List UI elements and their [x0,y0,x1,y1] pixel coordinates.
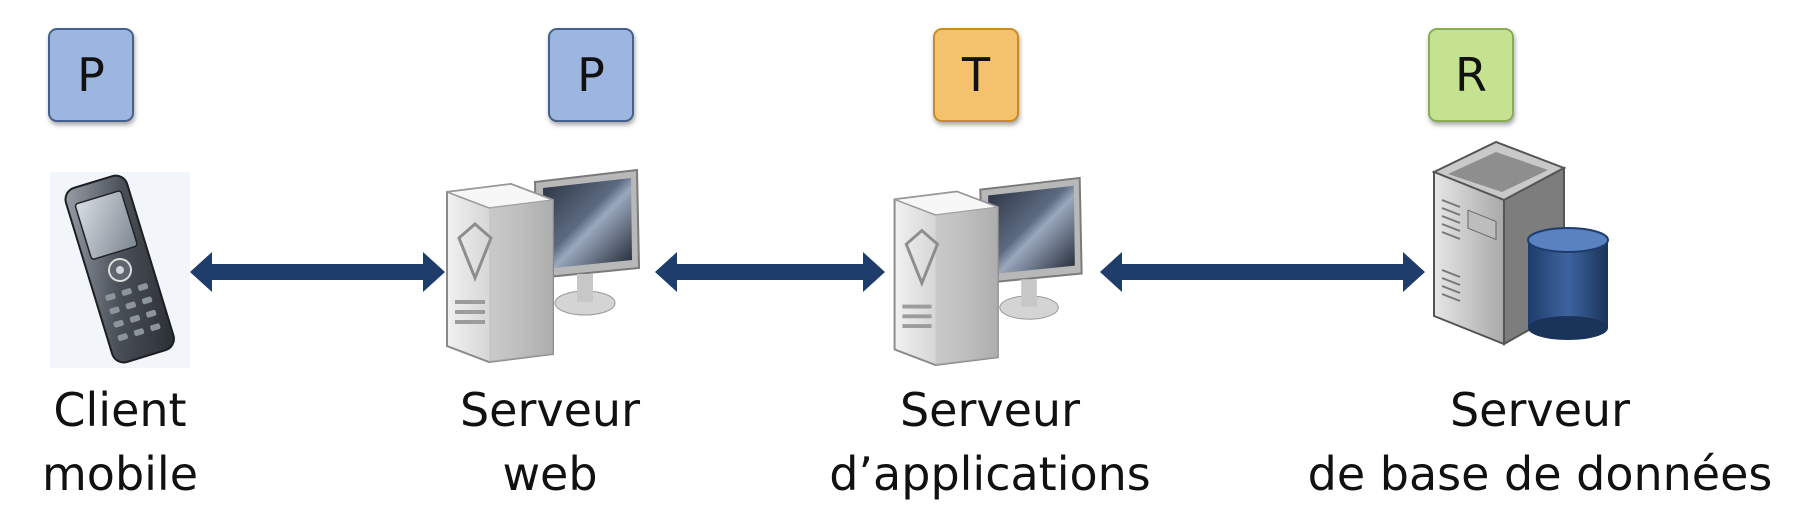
label-app-line1: Serveur [899,383,1080,437]
label-client-line2: mobile [41,447,198,501]
web-server-computer-icon [446,168,641,363]
tier-badge-web-server: P [548,28,634,122]
label-web-line2: web [502,447,598,501]
label-client-line1: Client [53,383,187,437]
arrow-web-app [655,252,885,292]
label-web-server: Serveur web [440,378,660,506]
database-server-icon [1431,140,1609,346]
tier-badge-client: P [48,28,134,122]
label-client-mobile: Client mobile [20,378,220,506]
label-web-line1: Serveur [459,383,640,437]
arrow-app-db [1100,252,1425,292]
arrow-client-web [190,252,445,292]
tier-badge-app-server: T [933,28,1019,122]
tier-badge-db-server: R [1428,28,1514,122]
mobile-phone-icon [50,172,190,368]
label-db-server: Serveur de base de données [1300,378,1780,506]
label-db-line2: de base de données [1307,447,1773,501]
label-app-line2: d’applications [829,447,1151,501]
label-db-line1: Serveur [1449,383,1630,437]
app-server-computer-icon [893,176,1083,366]
label-app-server: Serveur d’applications [825,378,1155,506]
